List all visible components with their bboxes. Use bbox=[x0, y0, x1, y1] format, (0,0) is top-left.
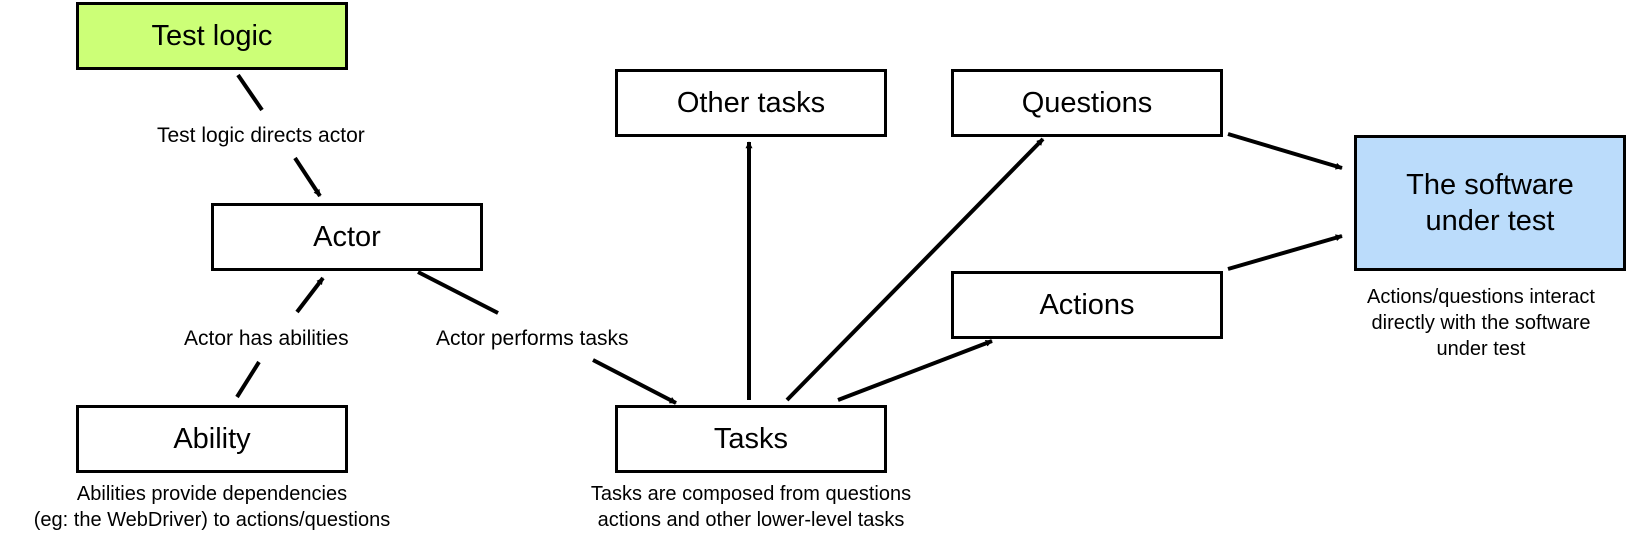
edge-tasks-to-actions bbox=[837, 339, 993, 402]
test-logic-label: Test logic bbox=[151, 19, 273, 52]
ability-label: Ability bbox=[173, 422, 251, 455]
software-caption-line3: under test bbox=[1436, 338, 1526, 360]
ability-caption-line1: Abilities provide dependencies bbox=[76, 483, 348, 505]
software-caption-line2: directly with the software bbox=[1371, 312, 1591, 334]
test-logic-node: Test logic bbox=[76, 2, 348, 70]
questions-node: Questions bbox=[951, 69, 1223, 137]
edge-label-test-logic-directs: Test logic directs actor bbox=[155, 123, 367, 149]
software-caption-line1: Actions/questions interact bbox=[1367, 286, 1595, 308]
ability-node: Ability bbox=[76, 405, 348, 473]
tasks-label: Tasks bbox=[713, 422, 789, 455]
edge-label-actor-has-abilities: Actor has abilities bbox=[182, 326, 351, 352]
tasks-caption: Tasks are composed from questions action… bbox=[540, 481, 962, 533]
edge-actor-to-tasks-upper bbox=[417, 270, 499, 315]
actor-node: Actor bbox=[211, 203, 483, 271]
ability-caption: Abilities provide dependencies (eg: the … bbox=[0, 481, 424, 533]
software-label-line1: The software bbox=[1406, 168, 1574, 201]
edge-ability-to-actor-lower bbox=[235, 360, 261, 399]
tasks-caption-line2: actions and other lower-level tasks bbox=[597, 509, 905, 531]
questions-label: Questions bbox=[1021, 86, 1153, 119]
ability-caption-line2: (eg: the WebDriver) to actions/questions bbox=[33, 509, 391, 531]
edge-actor-to-tasks-lower bbox=[592, 358, 677, 405]
edge-questions-to-software bbox=[1227, 132, 1343, 170]
actor-label: Actor bbox=[313, 220, 381, 253]
actions-node: Actions bbox=[951, 271, 1223, 339]
edge-ability-to-actor-upper bbox=[295, 276, 325, 314]
tasks-caption-line1: Tasks are composed from questions bbox=[590, 483, 912, 505]
tasks-node: Tasks bbox=[615, 405, 887, 473]
other-tasks-label: Other tasks bbox=[676, 86, 826, 119]
edge-test-logic-to-actor-lower bbox=[293, 156, 322, 198]
edge-actions-to-software bbox=[1227, 234, 1343, 271]
actions-label: Actions bbox=[1039, 288, 1135, 321]
software-label-line2: under test bbox=[1425, 205, 1555, 237]
edge-test-logic-to-actor-upper bbox=[236, 73, 264, 112]
edge-tasks-to-questions bbox=[785, 137, 1045, 402]
software-under-test-node: The software under test bbox=[1354, 135, 1626, 271]
other-tasks-node: Other tasks bbox=[615, 69, 887, 137]
edge-label-actor-performs-tasks: Actor performs tasks bbox=[434, 326, 631, 352]
software-caption: Actions/questions interact directly with… bbox=[1336, 284, 1626, 362]
